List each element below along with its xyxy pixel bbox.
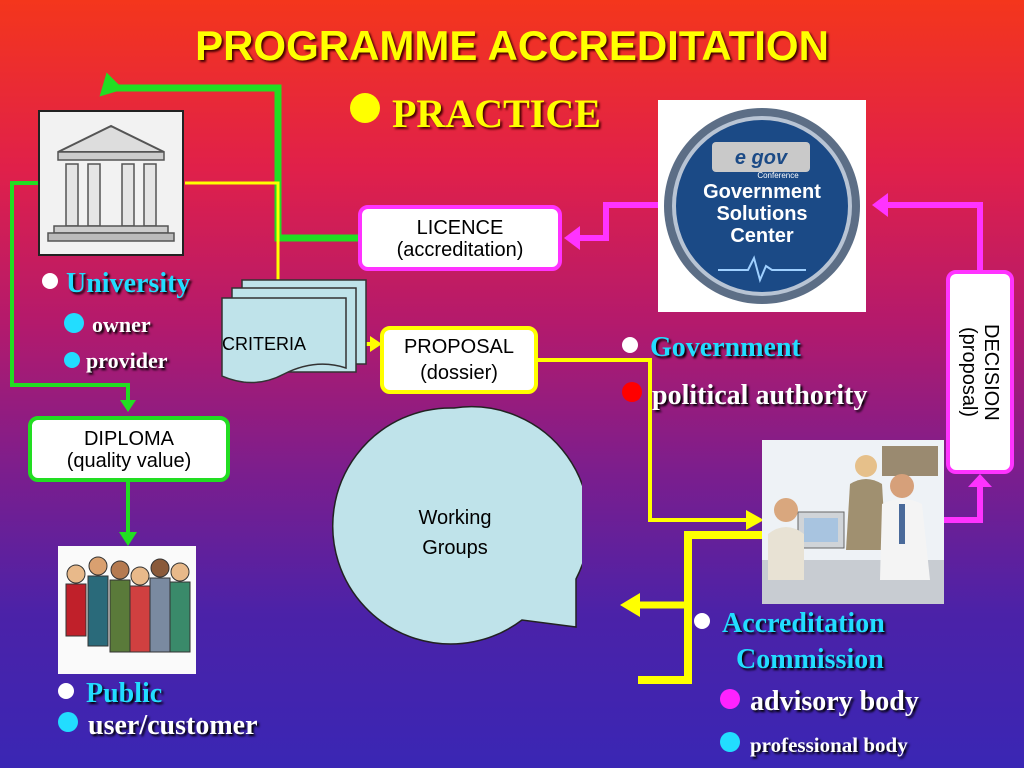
commission-to-decision-line [944,485,983,523]
diploma-title: DIPLOMA [83,428,175,450]
gov-logo-line2: Solutions [716,203,807,225]
public-people-image [58,546,196,674]
licence-subtitle: (accreditation) [396,239,524,261]
gov-logo-line3: Center [730,225,794,247]
user-customer-label: user/customer [58,710,258,742]
subtitle: PRACTICE [350,90,601,137]
government-logo-image: e gov Conference Government Solutions Ce… [658,100,866,312]
bullet-icon [694,613,710,629]
gov-logo-small: Conference [757,171,799,180]
commission-label-line1: Accreditation [694,608,885,640]
provider-label: provider [64,348,167,374]
working-groups-bubble [332,405,582,645]
proposal-to-commission-line [538,358,750,522]
university-building-icon [40,112,182,254]
diploma-subtitle: (quality value) [66,450,192,472]
public-label: Public [58,678,162,710]
criteria-documents [221,279,367,384]
university-image [38,110,184,256]
commission-meeting-image [762,440,944,604]
bullet-icon [58,683,74,699]
owner-label: owner [64,312,151,338]
bullet-icon [58,712,78,732]
political-authority-label: political authority [622,380,867,412]
decision-to-government-line [885,202,983,270]
government-label: Government [622,332,801,364]
bullet-icon [64,352,80,368]
bullet-icon [64,313,84,333]
working-groups-label: Working Groups [418,507,492,559]
government-to-licence-line [578,202,658,241]
university-to-diploma-line [10,181,130,408]
professional-body-label: professional body [720,732,908,758]
gov-logo-line1: Government [703,181,821,203]
arrow-head-university [99,72,124,97]
bullet-icon [42,273,58,289]
commission-label-line2: Commission [736,644,884,675]
university-to-criteria-line [185,181,280,295]
licence-to-university-line [108,84,358,242]
bullet-icon [622,382,642,402]
people-group-icon [58,546,196,674]
office-meeting-icon [762,440,944,604]
advisory-body-label: advisory body [720,686,919,718]
licence-box: LICENCE (accreditation) [358,205,562,271]
criteria-label: CRITERIA [222,334,307,354]
bullet-icon [350,93,380,123]
decision-box: DECISION(proposal) [946,270,1014,474]
diploma-box: DIPLOMA (quality value) [28,416,230,482]
page-title: PROGRAMME ACCREDITATION [195,22,829,69]
subtitle-text: PRACTICE [392,91,601,136]
gov-solutions-logo: e gov Conference Government Solutions Ce… [664,108,860,304]
decision-text: DECISION(proposal) [958,323,1002,421]
licence-title: LICENCE [416,217,504,239]
gov-logo-top: e gov [735,147,789,169]
bullet-icon [720,689,740,709]
proposal-title: PROPOSAL [403,336,515,358]
proposal-subtitle: (dossier) [420,362,498,384]
university-label: University [42,268,190,300]
proposal-box: PROPOSAL (dossier) [380,326,538,394]
bullet-icon [622,337,638,353]
bullet-icon [720,732,740,752]
